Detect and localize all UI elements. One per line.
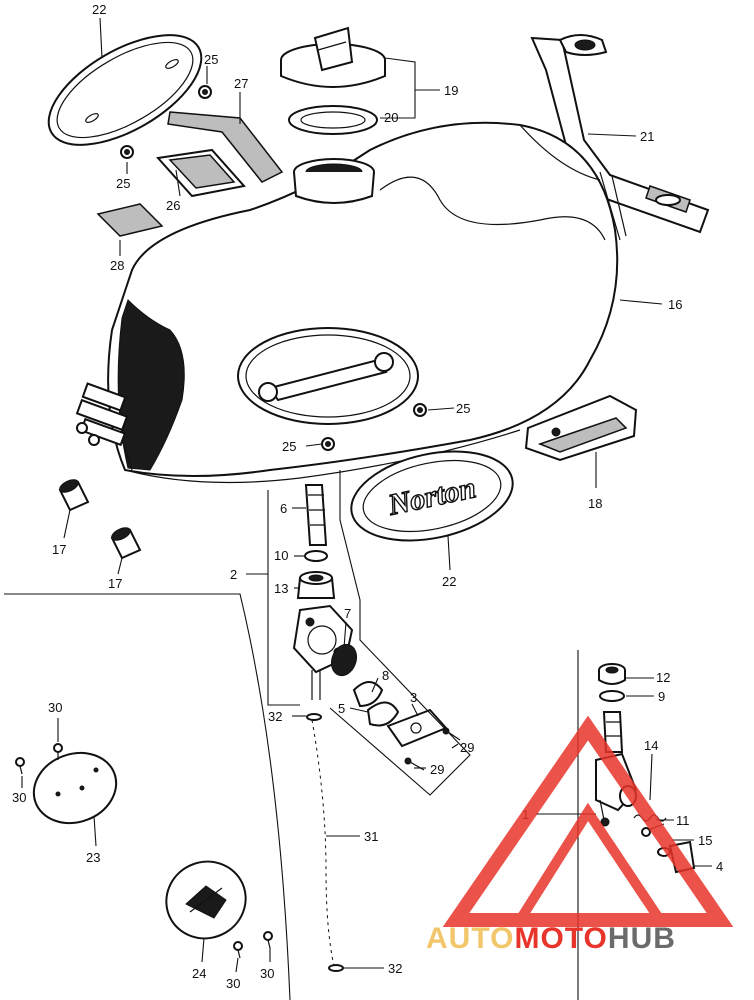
label-30-d: 30 [260, 966, 274, 981]
rubber-buffer-17-lower [110, 527, 142, 560]
tank-side-fittings [75, 382, 129, 447]
rubber-strip-26 [156, 148, 246, 198]
svg-text:AUTOMOTOHUB: AUTOMOTOHUB [426, 922, 676, 955]
label-19: 19 [444, 83, 458, 98]
label-17-upper: 17 [52, 542, 66, 557]
label-14: 14 [644, 738, 658, 753]
label-3: 3 [410, 690, 417, 705]
label-22-emblem: 22 [442, 574, 456, 589]
label-7: 7 [344, 606, 351, 621]
label-10: 10 [274, 548, 288, 563]
label-16: 16 [668, 297, 682, 312]
fuel-tank [107, 121, 619, 484]
nut-25-top [198, 85, 212, 99]
label-15: 15 [698, 833, 712, 848]
screw-30-b [15, 757, 25, 775]
label-17-lower: 17 [108, 576, 122, 591]
label-11: 11 [676, 813, 690, 828]
label-13: 13 [274, 581, 288, 596]
label-32-upper: 32 [268, 709, 282, 724]
rubber-buffer-17-upper [58, 479, 90, 512]
pipe-clip-32-lower [328, 964, 344, 972]
label-4: 4 [716, 859, 723, 874]
watermark-moto: MOTO [514, 922, 607, 955]
label-25-tank-bottom: 25 [282, 439, 296, 454]
frame-outline [4, 593, 291, 1000]
label-24: 24 [192, 966, 206, 981]
screw-30-c [233, 941, 243, 959]
filler-cap [280, 26, 386, 88]
label-2: 2 [230, 567, 237, 582]
label-30-a: 30 [48, 700, 62, 715]
filler-seal [288, 105, 378, 135]
label-30-c: 30 [226, 976, 240, 991]
nut-25-tank-right [413, 403, 427, 417]
screw-30-d [263, 931, 273, 949]
rear-rubber-pad [524, 394, 638, 462]
label-25-left: 25 [116, 176, 130, 191]
label-31: 31 [364, 829, 378, 844]
side-cover-24 [165, 860, 247, 940]
label-25-top: 25 [204, 52, 218, 67]
watermark-auto: AUTO [426, 922, 514, 955]
label-22-top: 22 [92, 2, 106, 17]
side-cover-23 [32, 751, 118, 825]
label-28: 28 [110, 258, 124, 273]
label-27: 27 [234, 76, 248, 91]
watermark-hub: HUB [608, 922, 676, 955]
label-9: 9 [658, 689, 665, 704]
rubber-strip-28 [96, 203, 164, 237]
label-23: 23 [86, 850, 100, 865]
norton-emblem: Norton [350, 450, 514, 542]
label-32-lower: 32 [388, 961, 402, 976]
label-5: 5 [338, 701, 345, 716]
nut-25-tank-bottom [321, 437, 335, 451]
tank-strap [530, 34, 710, 241]
label-30-b: 30 [12, 790, 26, 805]
label-20: 20 [384, 110, 398, 125]
label-18: 18 [588, 496, 602, 511]
pipe-clip-32-upper [306, 713, 322, 721]
leader-lines [21, 17, 712, 973]
screw-30-a [53, 743, 63, 760]
label-8: 8 [382, 668, 389, 683]
label-29-right: 29 [460, 740, 474, 755]
fuel-tap-left-assembly [267, 470, 471, 796]
watermark-text: AUTOMOTOHUB [426, 922, 676, 955]
knee-pad-top [47, 34, 203, 146]
label-25-tank-right: 25 [456, 401, 470, 416]
nut-25-left [120, 145, 134, 159]
label-21: 21 [640, 129, 654, 144]
label-6: 6 [280, 501, 287, 516]
watermark-logo [442, 715, 734, 927]
label-26: 26 [166, 198, 180, 213]
label-12: 12 [656, 670, 670, 685]
fuel-pipe [309, 719, 337, 967]
label-29-lower: 29 [430, 762, 444, 777]
